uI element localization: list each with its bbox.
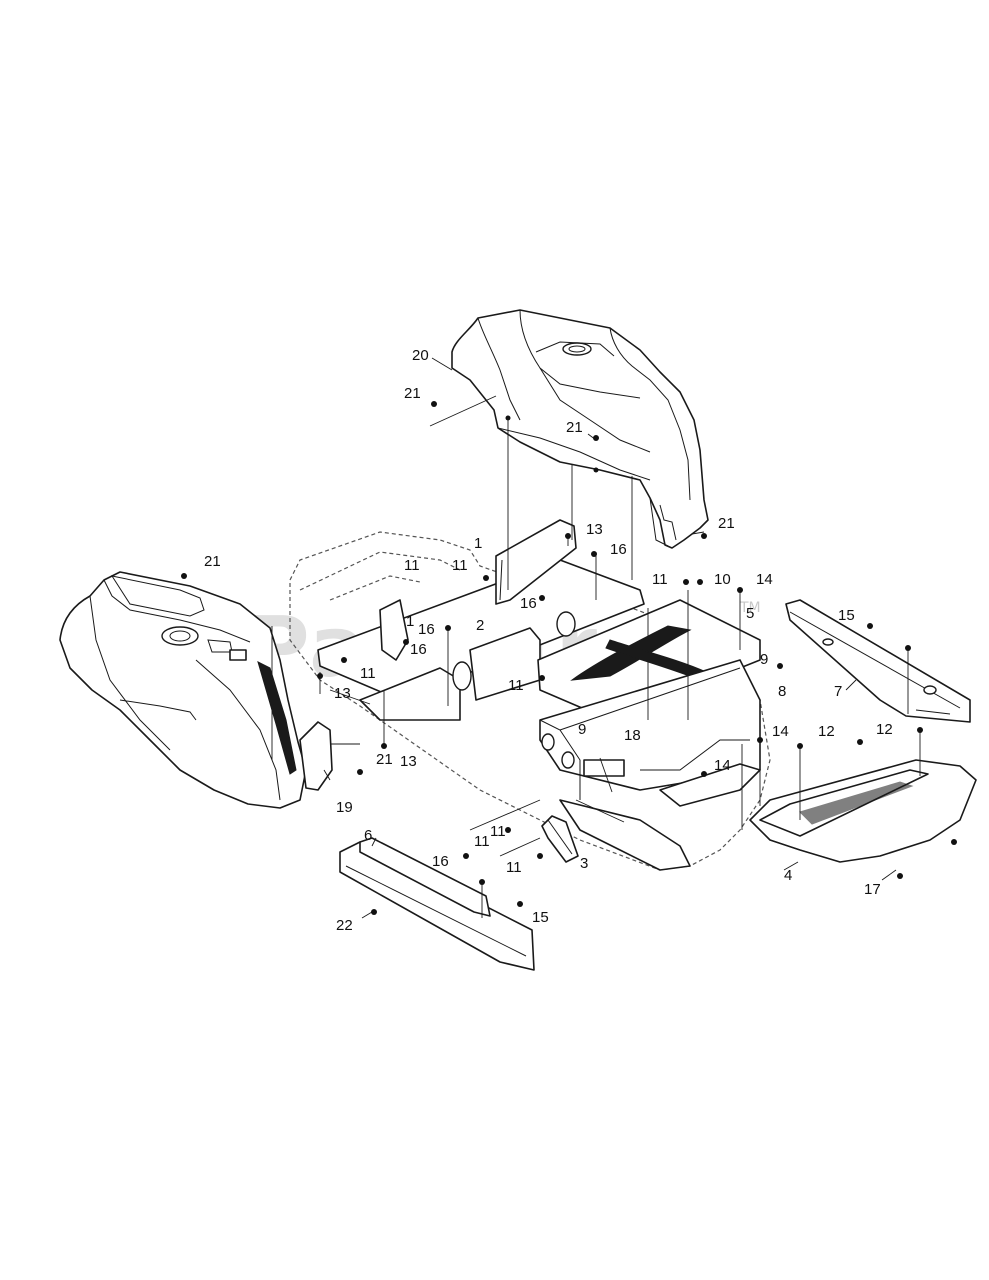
callout-16: 16 [418,621,435,638]
callout-16: 16 [410,641,427,658]
callout-1: 1 [474,535,482,552]
callout-14: 14 [772,723,789,740]
callout-13: 13 [400,753,417,770]
callout-1: 1 [406,613,414,630]
callout-13: 13 [586,521,603,538]
callout-20: 20 [412,347,429,364]
callout-13: 13 [334,685,351,702]
callout-10: 10 [714,571,731,588]
callout-11: 11 [452,557,468,574]
callout-18: 18 [624,727,641,744]
callout-12: 12 [876,721,893,738]
callout-14: 14 [756,571,773,588]
callout-21: 21 [376,751,393,768]
part-rear-fender [451,309,709,549]
part-bracket-3 [541,815,579,863]
part-front-hood [59,571,333,809]
callout-7: 7 [834,683,842,700]
leader-lines [271,357,921,919]
callout-9: 9 [578,721,586,738]
callout-22: 22 [336,917,353,934]
callout-5: 5 [746,605,754,622]
callout-21: 21 [204,553,221,570]
callout-6: 6 [364,827,372,844]
callout-8: 8 [778,683,786,700]
callout-19: 19 [336,799,353,816]
callout-11: 11 [652,571,668,588]
callout-11: 11 [506,859,522,876]
callout-12: 12 [818,723,835,740]
callout-14: 14 [714,757,731,774]
part-frame-chassis [289,519,771,871]
callout-2: 2 [476,617,484,634]
callout-4: 4 [784,867,792,884]
callout-15: 15 [838,607,855,624]
callout-9: 9 [760,651,768,668]
fasteners [181,401,957,915]
callout-11: 11 [474,833,490,850]
callout-21: 21 [566,419,583,436]
callout-21: 21 [718,515,735,532]
part-right-running-board [749,759,977,863]
callout-11: 11 [508,677,524,694]
part-right-rail [785,599,971,723]
callout-11: 11 [490,823,506,840]
watermark-trademark: TM [739,600,761,616]
callout-labels: 20 21 21 21 21 21 13 13 13 1 1 16 16 16 … [204,347,893,934]
callout-21: 21 [404,385,421,402]
callout-11: 11 [360,665,376,682]
callout-11: 11 [404,557,420,574]
callout-16: 16 [520,595,537,612]
callout-3: 3 [580,855,588,872]
callout-16: 16 [432,853,449,870]
part-left-rail [339,837,535,971]
callout-15: 15 [532,909,549,926]
callout-16: 16 [610,541,627,558]
callout-17: 17 [864,881,881,898]
